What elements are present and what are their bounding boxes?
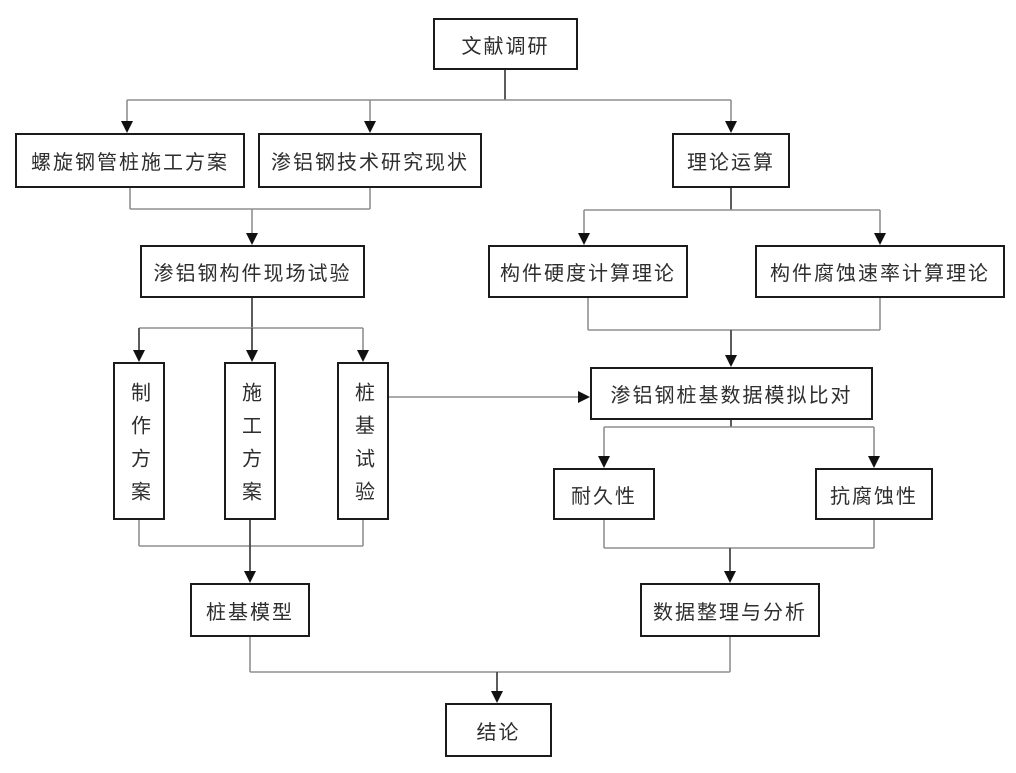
- node-label: 数据整理与分析: [653, 601, 807, 624]
- node-pile-foundation-model: 桩基模型: [190, 583, 310, 637]
- edge-plans-merge-to-field-test: [129, 188, 371, 245]
- node-pile-data-simulation-comparison: 渗铝钢桩基数据模拟比对: [590, 367, 873, 420]
- node-production-plan: 制作方案: [113, 362, 165, 520]
- node-conclusion: 结论: [445, 703, 552, 757]
- edge-field-test-to-vertical-boxes: [133, 298, 369, 362]
- node-label: 桩基模型: [206, 601, 294, 624]
- node-literature-research: 文献调研: [433, 18, 578, 70]
- node-label: 构件腐蚀速率计算理论: [770, 263, 990, 285]
- node-label: 螺旋钢管桩施工方案: [31, 152, 229, 174]
- edge-properties-merge-to-data-analysis: [603, 520, 875, 583]
- node-durability: 耐久性: [553, 468, 655, 520]
- edge-calc-theories-merge-to-simulation: [587, 298, 881, 367]
- edge-literature-to-top-row: [121, 70, 737, 133]
- node-theoretical-computation: 理论运算: [672, 133, 790, 188]
- edge-vertical-boxes-merge-to-pile-model: [138, 520, 364, 583]
- node-label: 渗铝钢构件现场试验: [153, 263, 352, 285]
- node-label: 耐久性: [571, 485, 637, 508]
- node-label: 结论: [476, 721, 521, 744]
- node-label: 构件硬度计算理论: [500, 263, 676, 285]
- node-pile-foundation-test: 桩基试验: [337, 362, 389, 520]
- node-label: 渗铝钢技术研究现状: [271, 152, 469, 174]
- node-label: 抗腐蚀性: [830, 485, 918, 508]
- edge-final-merge-to-conclusion: [249, 637, 731, 703]
- node-label: 施工方案: [238, 381, 261, 514]
- node-aluminized-component-field-test: 渗铝钢构件现场试验: [140, 245, 365, 298]
- node-label: 理论运算: [687, 152, 775, 174]
- edge-simulation-to-properties: [598, 420, 880, 468]
- node-label: 文献调研: [461, 35, 550, 58]
- node-label: 渗铝钢桩基数据模拟比对: [610, 385, 853, 407]
- node-corrosion-resistance: 抗腐蚀性: [815, 468, 933, 520]
- node-construction-plan: 施工方案: [224, 362, 276, 520]
- edge-pile-test-to-simulation: [388, 391, 590, 403]
- node-spiral-steel-pipe-pile-construction-plan: 螺旋钢管桩施工方案: [15, 133, 245, 188]
- node-label: 桩基试验: [351, 381, 374, 514]
- node-aluminized-steel-research-status: 渗铝钢技术研究现状: [258, 133, 482, 188]
- node-component-corrosion-rate-calc-theory: 构件腐蚀速率计算理论: [755, 245, 1005, 298]
- edge-theory-to-calc-theories: [578, 188, 886, 245]
- node-data-organization-analysis: 数据整理与分析: [640, 583, 820, 637]
- node-label: 制作方案: [127, 381, 150, 514]
- node-component-hardness-calc-theory: 构件硬度计算理论: [488, 245, 688, 298]
